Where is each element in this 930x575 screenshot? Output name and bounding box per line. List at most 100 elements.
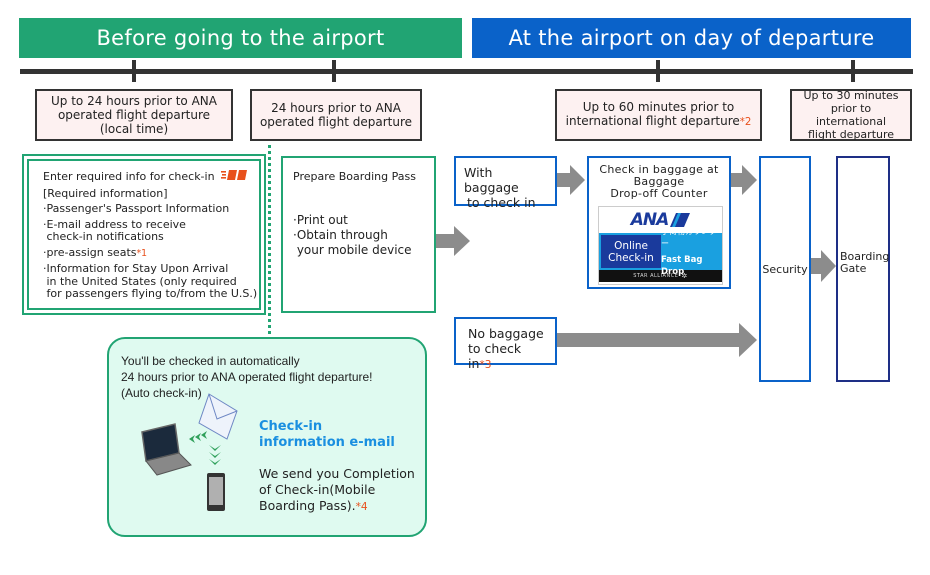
boarding-pass-option: ·Obtain through [293, 228, 388, 242]
star-icon: ✲ [681, 272, 688, 280]
step-label: Gate [840, 262, 867, 275]
timeline-bar [20, 69, 913, 74]
required-item: ·Passenger's Passport Information [43, 202, 230, 215]
intro-line: 24 hours prior to ANA operated flight de… [121, 370, 373, 384]
email-desc-line: Boarding Pass).*4 [259, 498, 415, 515]
laptop-icon [141, 423, 192, 476]
time-label-line: international flight departure*2 [566, 114, 752, 130]
step-prepare-boarding-pass: Prepare Boarding Pass ·Print out ·Obtain… [281, 156, 436, 313]
online-checkin-panel: Online Check-in [601, 235, 661, 268]
option-label: With baggage [464, 165, 519, 195]
fast-bag-drop-sign: ANA Online Check-in 手荷物カウンター Fast Bag Dr… [598, 206, 723, 285]
bag-drop-title-line: Check in baggage at [599, 163, 719, 176]
boarding-pass-options: ·Print out ·Obtain through your mobile d… [293, 213, 424, 258]
arrow-right-icon [731, 165, 757, 195]
email-desc-line: of Check-in(Mobile [259, 482, 376, 497]
required-item: ·pre-assign seats*1 [43, 245, 253, 261]
email-title-line: information e-mail [259, 435, 395, 450]
email-desc-text: Boarding Pass). [259, 498, 356, 513]
timeline-tick [656, 60, 660, 82]
sign-text: Check-in [608, 251, 654, 264]
time-label-line: prior to international [815, 102, 887, 128]
time-label-30min: Up to 30 minutes prior to international … [790, 89, 912, 141]
step-title-row: Enter required info for check-in [43, 169, 253, 185]
option-with-baggage: With baggage to check in [454, 156, 557, 210]
step-boarding-gate: Boarding Gate [836, 156, 890, 382]
step-label: Boarding [840, 250, 890, 263]
required-item: ·Information for Stay Upon Arrival [43, 262, 229, 275]
required-info-heading: [Required information] [43, 186, 168, 200]
option-no-baggage: No baggage to check in*3 [454, 317, 557, 371]
option-label: No baggage [468, 326, 544, 341]
smartphone-icon [207, 473, 225, 511]
time-label-24h-local: Up to 24 hours prior to ANA operated fli… [35, 89, 233, 141]
timeline-tick [132, 60, 136, 82]
footnote-marker: *2 [739, 117, 752, 128]
footnote-marker: *3 [479, 358, 492, 371]
arrow-right-icon [810, 250, 836, 282]
step-security: Security [759, 156, 811, 382]
arrow-right-icon [436, 226, 470, 256]
intro-line: You'll be checked in automatically [121, 354, 300, 368]
footnote-marker: *4 [355, 500, 368, 513]
ana-logo-stripe-icon [670, 213, 691, 227]
phase-banner-at-airport: At the airport on day of departure [472, 18, 911, 58]
step-label: Security [762, 262, 808, 276]
sign-text-en: Fast Bag Drop [661, 254, 703, 277]
timeline-tick [332, 60, 336, 82]
time-label-line: Up to 30 minutes [803, 89, 899, 102]
sign-text-jp: 手荷物カウンター [661, 226, 717, 248]
ana-logo: ANA [599, 207, 722, 233]
phase-title: At the airport on day of departure [508, 26, 875, 50]
sign-text: Online [614, 239, 648, 252]
step-enter-required-info: Enter required info for check-in [Requir… [22, 154, 266, 315]
email-desc-line: We send you Completion [259, 466, 415, 481]
bag-drop-title-line: Baggage [633, 175, 685, 188]
step-baggage-drop-counter: Check in baggage at Baggage Drop-off Cou… [587, 156, 731, 289]
sign-body: Online Check-in 手荷物カウンター Fast Bag Drop [599, 227, 722, 277]
required-item-text: ·pre-assign seats [43, 245, 137, 259]
email-description: We send you Completion of Check-in(Mobil… [259, 466, 415, 515]
time-label-60min: Up to 60 minutes prior to international … [555, 89, 762, 141]
envelope-icon [198, 393, 238, 440]
phase-title: Before going to the airport [96, 26, 385, 50]
timeline-tick [851, 60, 855, 82]
step-enter-required-info-content: Enter required info for check-in [Requir… [27, 159, 261, 310]
arrow-right-icon [557, 165, 585, 195]
bag-drop-title: Check in baggage at Baggage Drop-off Cou… [589, 164, 729, 200]
required-item-cont: in the United States (only required [43, 274, 237, 288]
email-title: Check-in information e-mail [259, 419, 395, 451]
chevrons-left-icon [189, 431, 207, 443]
required-item-cont: for passengers flying to/from the U.S.) [43, 287, 258, 300]
time-label-text: international flight departure [565, 114, 740, 128]
time-label-line: flight departure [807, 128, 895, 141]
required-item: ·E-mail address to receive [43, 217, 186, 231]
boarding-pass-option: ·Print out [293, 213, 348, 227]
footnote-marker: *1 [136, 247, 148, 259]
auto-checkin-panel: You'll be checked in automatically 24 ho… [107, 337, 427, 537]
phase-banner-before-airport: Before going to the airport [19, 18, 462, 58]
option-label: to check in [467, 195, 536, 210]
star-alliance-text: STAR ALLIANCE [633, 273, 679, 279]
ana-logo-text: ANA [630, 210, 670, 230]
time-label-line: operated flight departure [259, 115, 413, 129]
required-item-cont: check-in notifications [43, 230, 164, 243]
option-label: to check in*3 [468, 341, 547, 372]
boarding-pass-option-cont: your mobile device [293, 243, 412, 257]
dotted-connector [268, 145, 271, 340]
online-checkin-logo-icon [220, 169, 247, 185]
email-delivery-illustration [141, 393, 238, 511]
bag-drop-title-line: Drop-off Counter [610, 187, 708, 200]
option-label-text: to check in [468, 341, 522, 371]
time-label-line: 24 hours prior to ANA [271, 101, 401, 115]
arrow-long-right-icon [557, 323, 757, 357]
intro-line: (Auto check-in) [121, 386, 202, 400]
time-label-line: Up to 24 hours prior to ANA [51, 94, 217, 108]
chevrons-down-icon [209, 445, 221, 465]
time-label-24h: 24 hours prior to ANA operated flight de… [250, 89, 422, 141]
time-label-line: (local time) [99, 122, 169, 136]
fast-bag-drop-panel: 手荷物カウンター Fast Bag Drop [661, 227, 722, 277]
step-title: Enter required info for check-in [43, 169, 215, 183]
step-title: Prepare Boarding Pass [293, 170, 416, 183]
auto-checkin-intro: You'll be checked in automatically 24 ho… [121, 353, 373, 401]
